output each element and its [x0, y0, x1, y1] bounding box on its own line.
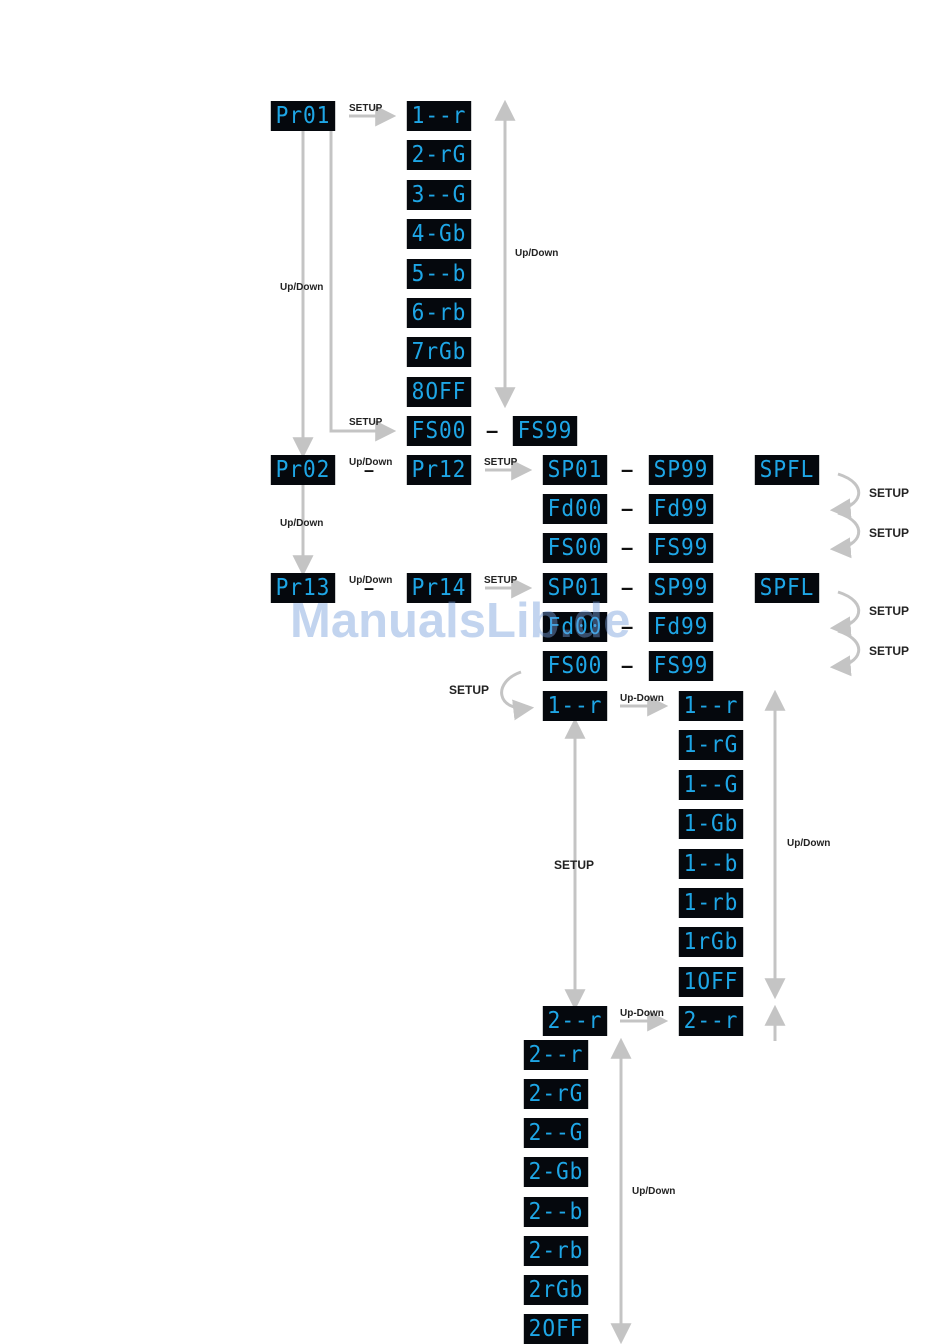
label-setup: SETUP: [869, 604, 910, 618]
label-setup: SETUP: [449, 683, 490, 697]
range-dash: –: [621, 535, 634, 560]
display-pr13-row3-from: FS00: [542, 651, 608, 681]
label-setup: SETUP: [554, 858, 595, 872]
watermark: ManualsLib.de: [290, 594, 631, 648]
display-ch1-option: 1-rG: [678, 730, 744, 760]
display-pr01-option: 1--r: [406, 101, 472, 131]
label-setup: SETUP: [869, 486, 910, 500]
display-ch2-option: 2-Gb: [523, 1157, 589, 1187]
display-pr02-spfl: SPFL: [754, 455, 820, 485]
range-dash: –: [621, 496, 634, 521]
display-pr01-option: 3--G: [406, 180, 472, 210]
display-ch2-option: 2-rb: [523, 1236, 589, 1266]
range-dash: –: [364, 460, 375, 480]
display-pr01-option: 4-Gb: [406, 219, 472, 249]
label-setup: SETUP: [484, 575, 518, 586]
display-ch1: 1--r: [542, 691, 608, 721]
label-setup: SETUP: [869, 526, 910, 540]
display-pr13-spfl: SPFL: [754, 573, 820, 603]
display-pr14: Pr14: [406, 573, 472, 603]
range-dash: –: [621, 653, 634, 678]
display-pr02: Pr02: [270, 455, 336, 485]
display-pr01-option: 8OFF: [406, 377, 472, 407]
display-ch2-option: 2OFF: [523, 1314, 589, 1344]
display-pr01-option: 5--b: [406, 259, 472, 289]
display-ch2-option: 2--r: [523, 1040, 589, 1070]
label-setup: SETUP: [349, 417, 383, 428]
label-updown: Up/Down: [280, 282, 324, 293]
curve-setup-2a: [829, 590, 860, 638]
label-updown: Up/Down: [632, 1186, 676, 1197]
display-pr13-row2-from: Fd00: [542, 612, 608, 642]
curve-setup-2b: [829, 629, 860, 677]
curve-setup-to-ch1: [500, 670, 535, 721]
display-pr01-option: 7rGb: [406, 337, 472, 367]
range-dash: –: [621, 457, 634, 482]
display-pr01-fs-to: FS99: [512, 416, 578, 446]
display-pr01-option: 6-rb: [406, 298, 472, 328]
label-setup: SETUP: [349, 103, 383, 114]
display-ch1-option: 1--b: [678, 849, 744, 879]
label-updown: Up/Down: [349, 457, 393, 468]
arrow-pr01-to-fs: [329, 130, 397, 442]
display-pr12: Pr12: [406, 455, 472, 485]
display-pr01: Pr01: [270, 101, 336, 131]
display-pr13-row1-to: SP99: [648, 573, 714, 603]
display-ch1-option: 1rGb: [678, 927, 744, 957]
display-pr13: Pr13: [270, 573, 336, 603]
display-pr01-fs-from: FS00: [406, 416, 472, 446]
display-pr02-row3-to: FS99: [648, 533, 714, 563]
label-setup: SETUP: [484, 457, 518, 468]
range-dash: –: [621, 614, 634, 639]
range-dash: –: [621, 575, 634, 600]
display-pr02-row1-to: SP99: [648, 455, 714, 485]
display-pr13-row1-from: SP01: [542, 573, 608, 603]
display-ch2-option: 2rGb: [523, 1275, 589, 1305]
label-updown: Up-Down: [620, 1008, 664, 1019]
display-pr13-row2-to: Fd99: [648, 612, 714, 642]
display-ch1-option: 1-Gb: [678, 809, 744, 839]
label-updown: Up/Down: [349, 575, 393, 586]
label-updown: Up-Down: [620, 693, 664, 704]
display-pr01-option: 2-rG: [406, 140, 472, 170]
display-pr02-row1-from: SP01: [542, 455, 608, 485]
range-dash: –: [364, 578, 375, 598]
display-ch1-option: 1--G: [678, 770, 744, 800]
curve-setup-1b: [829, 511, 860, 559]
curve-setup-1a: [829, 472, 860, 520]
display-ch2: 2--r: [542, 1006, 608, 1036]
display-ch1-option: 1OFF: [678, 967, 744, 997]
display-pr02-row2-to: Fd99: [648, 494, 714, 524]
label-updown: Up/Down: [787, 838, 831, 849]
range-dash: –: [486, 418, 499, 443]
display-pr02-row3-from: FS00: [542, 533, 608, 563]
display-ch2-option: 2-rG: [523, 1079, 589, 1109]
display-ch1-option: 1--r: [678, 691, 744, 721]
label-setup: SETUP: [869, 644, 910, 658]
display-ch2-option: 2--b: [523, 1197, 589, 1227]
display-ch1-option: 1-rb: [678, 888, 744, 918]
label-updown: Up/Down: [515, 248, 559, 259]
display-pr02-row2-from: Fd00: [542, 494, 608, 524]
display-ch2-option: 2--G: [523, 1118, 589, 1148]
label-updown: Up/Down: [280, 518, 324, 529]
display-ch2-right: 2--r: [678, 1006, 744, 1036]
display-pr13-row3-to: FS99: [648, 651, 714, 681]
